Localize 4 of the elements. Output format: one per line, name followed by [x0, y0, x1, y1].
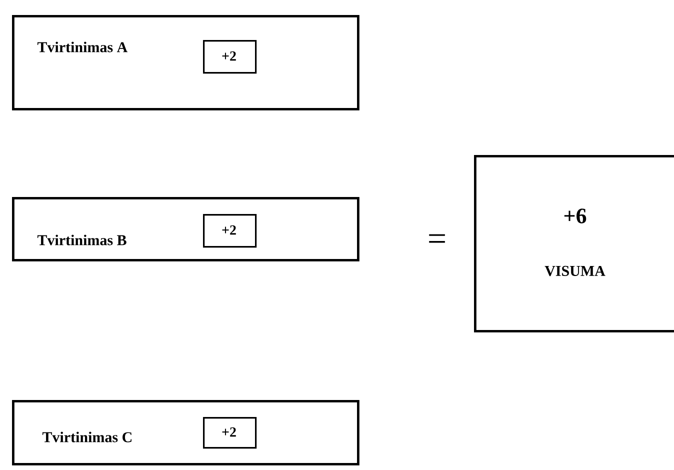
score-box: +2	[203, 214, 257, 248]
total-box: +6 VISUMA	[474, 155, 674, 332]
score-box: +2	[203, 40, 257, 74]
score-box: +2	[203, 417, 257, 449]
